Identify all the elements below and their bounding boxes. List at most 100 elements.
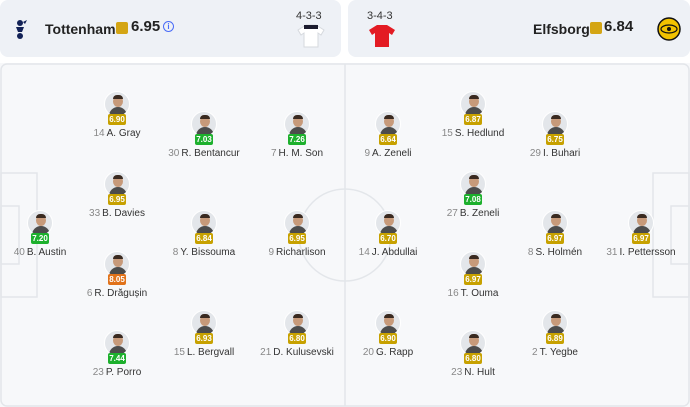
player-name: B. Zeneli — [459, 208, 500, 219]
player-number: 15 — [441, 128, 453, 139]
home-team-name[interactable]: Tottenham — [45, 21, 116, 37]
home-team-card[interactable]: Tottenham 6.95 i 4-3-3 — [0, 0, 341, 57]
player-name: B. Austin — [26, 247, 67, 258]
player-name: G. Rapp — [375, 347, 414, 358]
player-number: 2 — [532, 347, 538, 358]
player-number: 23 — [451, 367, 463, 378]
rating-badge: 7.44 — [108, 353, 126, 364]
player-number: 7 — [270, 148, 277, 159]
rating-badge: 7.26 — [288, 134, 306, 145]
rating-badge: 6.97 — [546, 233, 564, 244]
rating-badge: 7.03 — [195, 134, 213, 145]
away-team-rating: 6.84 — [604, 18, 634, 35]
rating-badge: 7.08 — [464, 194, 482, 205]
rating-badge: 6.80 — [464, 353, 482, 364]
player-avatar — [375, 111, 401, 137]
player-number: 8 — [172, 247, 179, 258]
home-formation: 4-3-3 — [296, 10, 322, 22]
player-number: 9 — [364, 148, 371, 159]
away-team-card[interactable]: 3-4-3 Elfsborg 6.84 — [348, 0, 690, 57]
elfsborg-crest-icon — [657, 17, 681, 41]
rating-badge: 6.84 — [195, 233, 213, 244]
rating-badge: 7.20 — [31, 233, 49, 244]
player-name: T. Ouma — [460, 288, 499, 299]
away-kit-icon — [369, 25, 395, 47]
player-name: Richarlison — [276, 247, 326, 258]
home-info-icon[interactable]: i — [163, 21, 174, 32]
home-rating-square — [116, 22, 128, 34]
player-avatar — [284, 210, 310, 236]
player-name: S. Hedlund — [454, 128, 505, 139]
rating-badge: 6.70 — [379, 233, 397, 244]
player-avatar — [460, 330, 486, 356]
home-kit-icon — [297, 24, 325, 48]
player-avatar — [27, 210, 53, 236]
away-formation: 3-4-3 — [367, 10, 393, 22]
player-avatar — [542, 111, 568, 137]
player-number: 31 — [606, 247, 618, 258]
player-number: 33 — [89, 208, 101, 219]
rating-badge: 6.95 — [288, 233, 306, 244]
player-avatar — [191, 111, 217, 137]
player-name: P. Porro — [105, 367, 142, 378]
player-number: 8 — [527, 247, 534, 258]
player-name: R. Bentancur — [181, 148, 240, 159]
player-name: A. Gray — [106, 128, 141, 139]
player-avatar — [542, 310, 568, 336]
rating-badge: 6.95 — [108, 194, 126, 205]
away-rating-square — [590, 22, 602, 34]
player-avatar — [104, 91, 130, 117]
player-number: 30 — [168, 148, 180, 159]
player-number: 14 — [93, 128, 105, 139]
player-number: 15 — [173, 347, 185, 358]
home-team-rating: 6.95 — [131, 18, 161, 35]
rating-badge: 8.05 — [108, 274, 126, 285]
player-number: 6 — [86, 288, 93, 299]
player-number: 27 — [446, 208, 458, 219]
player-name: I. Buhari — [542, 148, 581, 159]
player-avatar — [542, 210, 568, 236]
pitch-lines — [0, 63, 690, 407]
player-avatar — [460, 91, 486, 117]
player-number: 20 — [362, 347, 374, 358]
player-name: A. Zeneli — [372, 148, 412, 159]
player-number: 14 — [358, 247, 370, 258]
player-name: T. Yegbe — [539, 347, 578, 358]
player-avatar — [460, 251, 486, 277]
player-name: N. Hult — [464, 367, 495, 378]
away-team-name[interactable]: Elfsborg — [533, 21, 590, 37]
player-number: 40 — [13, 247, 25, 258]
player-name: R. Drăgușin — [94, 288, 148, 299]
player-name: I. Pettersson — [619, 247, 676, 258]
player-avatar — [375, 210, 401, 236]
rating-badge: 6.97 — [632, 233, 650, 244]
player-avatar — [284, 310, 310, 336]
player-number: 16 — [447, 288, 459, 299]
rating-badge: 6.89 — [546, 333, 564, 344]
player-number: 9 — [268, 247, 275, 258]
rating-badge: 6.90 — [379, 333, 397, 344]
